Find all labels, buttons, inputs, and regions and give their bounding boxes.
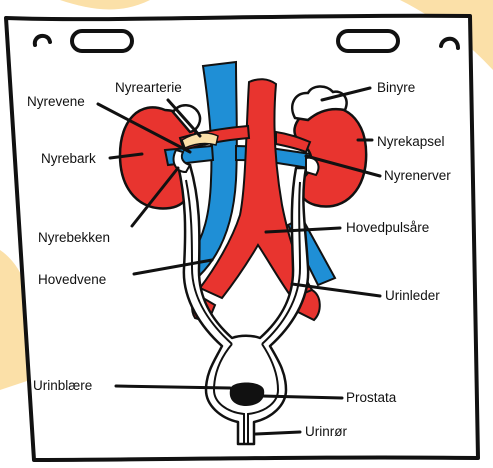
label-nyrevene: Nyrevene <box>27 94 85 109</box>
label-binyre: Binyre <box>377 80 415 95</box>
label-prostata: Prostata <box>346 390 397 405</box>
leader-prostata <box>262 396 342 398</box>
label-nyrekapsel: Nyrekapsel <box>377 134 445 149</box>
label-urinror: Urinrør <box>305 424 347 439</box>
label-hovedvene: Hovedvene <box>38 272 106 287</box>
label-nyrebark: Nyrebark <box>41 151 96 166</box>
leader-urinror <box>256 432 300 434</box>
label-urinblaere: Urinblære <box>33 378 92 393</box>
leader-urinblaere <box>116 386 230 388</box>
label-nyrearterie: Nyrearterie <box>115 80 182 95</box>
label-hovedpulsare: Hovedpulsåre <box>346 220 429 235</box>
label-urinleder: Urinleder <box>385 288 440 303</box>
background-blob-top <box>60 0 150 9</box>
label-nyrenerver: Nyrenerver <box>384 168 451 183</box>
label-nyrebekken: Nyrebekken <box>38 230 110 245</box>
